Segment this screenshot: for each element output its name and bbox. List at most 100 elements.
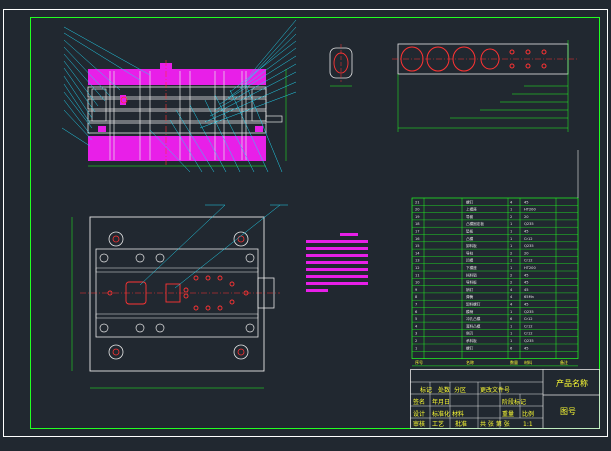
table-cell: Cr12 (524, 237, 533, 241)
base-plate (89, 216, 265, 372)
tb-approve-3: 工艺 (432, 420, 444, 428)
table-cell: 1 (510, 332, 512, 336)
plan-view (71, 204, 288, 389)
bottom-leaders (149, 84, 283, 173)
table-cell: 5 (415, 317, 417, 321)
table-cell: 8 (415, 295, 418, 299)
table-cell: 2 (510, 215, 512, 219)
tb-approve-0: 设计 (413, 410, 425, 418)
title-block: 标记 处数 分区 更改文件号 签名 年月日 设计 标准化 审核 工艺 批准 阶段… (410, 369, 600, 429)
table-cell: 弹簧 (466, 294, 474, 299)
table-cell: 螺钉 (466, 199, 474, 204)
section-elevation-view (61, 19, 297, 173)
table-cell: 4 (510, 303, 513, 307)
table-cell: 模柄 (466, 309, 474, 314)
table-header-cell: 数量 (510, 359, 518, 365)
table-cell: Q235 (524, 244, 534, 248)
table-cell: 7 (415, 303, 417, 307)
tb-scale: 1:1 (523, 421, 533, 428)
table-cell: 13 (415, 259, 420, 263)
table-cell: 6 (415, 310, 418, 314)
tb-sign-label-5: 年月日 (432, 398, 450, 406)
table-cell: 20 (524, 215, 529, 219)
table-cell: 下模座 (466, 265, 477, 270)
punch-c (255, 126, 263, 132)
tb-approve-2: 审核 (413, 420, 425, 428)
left-block (91, 88, 107, 122)
table-cell: 65Mn (524, 295, 534, 299)
table-cell: 凹模 (466, 258, 474, 263)
table-cell: 17 (415, 230, 420, 234)
ejector-pin (120, 96, 128, 104)
product-name: 产品名称 (556, 378, 588, 388)
table-cell: 挡料销 (466, 272, 477, 277)
table-cell: 12 (415, 266, 420, 270)
punch-b (98, 126, 106, 132)
table-cell: Q235 (524, 339, 534, 343)
stripper-plate (87, 98, 267, 110)
plan-leader-1 (139, 204, 226, 286)
die-shoe (87, 122, 267, 134)
screw-holes (99, 253, 255, 333)
table-cell: 凸模 (466, 236, 474, 241)
table-cell: 1 (510, 208, 512, 212)
punch-holes (107, 275, 249, 311)
notes-block (306, 233, 368, 292)
table-cell: 14 (415, 251, 420, 255)
table-cell: 16 (415, 237, 420, 241)
table-cell: 落料凸模 (466, 323, 481, 328)
table-cell: 4 (510, 288, 513, 292)
table-header-cell: 名称 (466, 359, 474, 365)
tb-sign-label-0: 标记 (420, 386, 432, 394)
table-cell: 承料板 (466, 338, 477, 343)
tb-approve-1: 标准化 (432, 410, 450, 418)
table-cell: Q235 (524, 310, 534, 314)
table-cell: 卸料螺钉 (466, 302, 481, 307)
table-cell: 1 (510, 324, 512, 328)
table-cell: 1 (415, 346, 417, 350)
table-cell: 45 (524, 200, 529, 204)
table-cell: 垫板 (466, 229, 474, 234)
table-cell: 凸模固定板 (466, 221, 484, 226)
table-cell: 3 (415, 332, 417, 336)
table-cell: 1 (510, 237, 512, 241)
tb-sign-label-2: 分区 (454, 386, 466, 394)
table-cell: 2 (510, 281, 512, 285)
guide-pillar-holes (108, 231, 249, 360)
table-cell: 45 (524, 230, 529, 234)
table-cell: 45 (524, 281, 529, 285)
punch-hole-icon (125, 281, 147, 305)
tb-approve-4: 批准 (455, 420, 467, 428)
strip-layout-view (392, 40, 578, 132)
dowel-hole-icon (107, 290, 113, 296)
table-cell: 9 (415, 288, 418, 292)
table-cell: 45 (524, 346, 529, 350)
table-cell: 45 (524, 273, 529, 277)
drawing-number: 图号 (560, 407, 576, 416)
table-cell: 20 (415, 208, 420, 212)
outer-border (3, 9, 608, 437)
table-cell: Q235 (524, 222, 534, 226)
table-cell: Cr12 (524, 332, 533, 336)
table-cell: HT200 (524, 266, 536, 270)
table-cell: 1 (510, 259, 512, 263)
guide-pillars (109, 71, 247, 160)
support-plate (265, 115, 283, 123)
table-cell: 6 (510, 346, 513, 350)
lower-die-plate (88, 136, 266, 161)
table-header-cell: 序号 (415, 359, 423, 365)
tb-material: 材料 (452, 410, 464, 418)
tb-sign-label-4: 签名 (413, 398, 425, 406)
table-cell: 45 (524, 303, 529, 307)
table-cell: 19 (415, 215, 420, 219)
table-cell: Cr12 (524, 259, 533, 263)
table-cell: 销钉 (466, 287, 474, 292)
tb-stage-0: 阶段标记 (502, 398, 526, 406)
table-cell: Cr12 (524, 317, 533, 321)
table-cell: 10 (415, 281, 420, 285)
shank (160, 63, 172, 71)
table-cell: 导套 (466, 214, 474, 219)
table-cell: 2 (510, 251, 512, 255)
table-cell: 45 (524, 288, 529, 292)
table-cell: 2 (415, 339, 417, 343)
